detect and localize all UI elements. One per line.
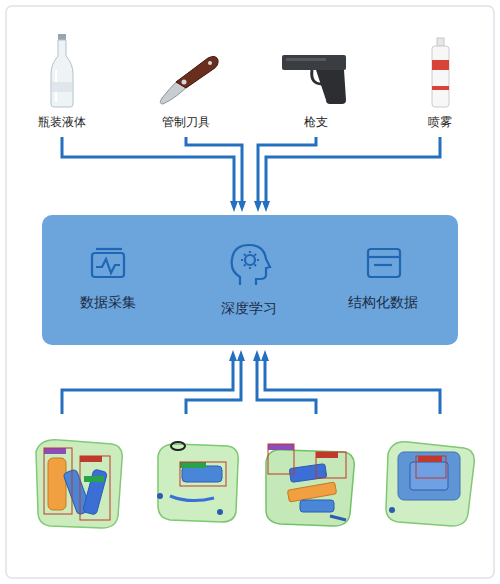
item-label: 瓶装液体 bbox=[34, 112, 90, 133]
spray-picture bbox=[432, 38, 449, 107]
flow-arrow bbox=[186, 137, 246, 212]
item-label: 喷雾 bbox=[424, 112, 456, 133]
step-label: 结构化数据 bbox=[348, 294, 418, 312]
flow-arrow bbox=[254, 137, 316, 212]
xray-input-arrows bbox=[62, 360, 440, 414]
flow-arrow bbox=[262, 137, 440, 212]
process-panel: 数据采集 深度学习 结构化数据 bbox=[42, 215, 458, 345]
item-label: 管制刀具 bbox=[158, 112, 214, 133]
step-label: 数据采集 bbox=[80, 294, 136, 312]
xray-arrow-heads bbox=[229, 350, 269, 361]
xray-image bbox=[36, 440, 122, 528]
item-label-node: 管制刀具 bbox=[158, 112, 214, 133]
deep-learning-icon bbox=[232, 245, 270, 285]
outer-panel bbox=[6, 6, 494, 578]
xray-image bbox=[266, 444, 354, 526]
item-label-node: 瓶装液体 bbox=[34, 112, 90, 133]
step-label: 深度学习 bbox=[221, 300, 277, 318]
item-label: 枪支 bbox=[300, 112, 332, 133]
gun-picture bbox=[282, 55, 346, 104]
xray-image bbox=[157, 442, 238, 522]
structured-data-icon bbox=[368, 249, 400, 277]
data-collection-icon bbox=[92, 249, 124, 277]
item-label-node: 枪支 bbox=[300, 112, 332, 133]
flow-arrow bbox=[62, 137, 238, 212]
xray-image bbox=[386, 442, 474, 526]
bottle-picture bbox=[51, 34, 73, 107]
box-icons bbox=[42, 215, 458, 345]
item-label-node: 喷雾 bbox=[424, 112, 456, 133]
knife-picture bbox=[160, 56, 218, 104]
